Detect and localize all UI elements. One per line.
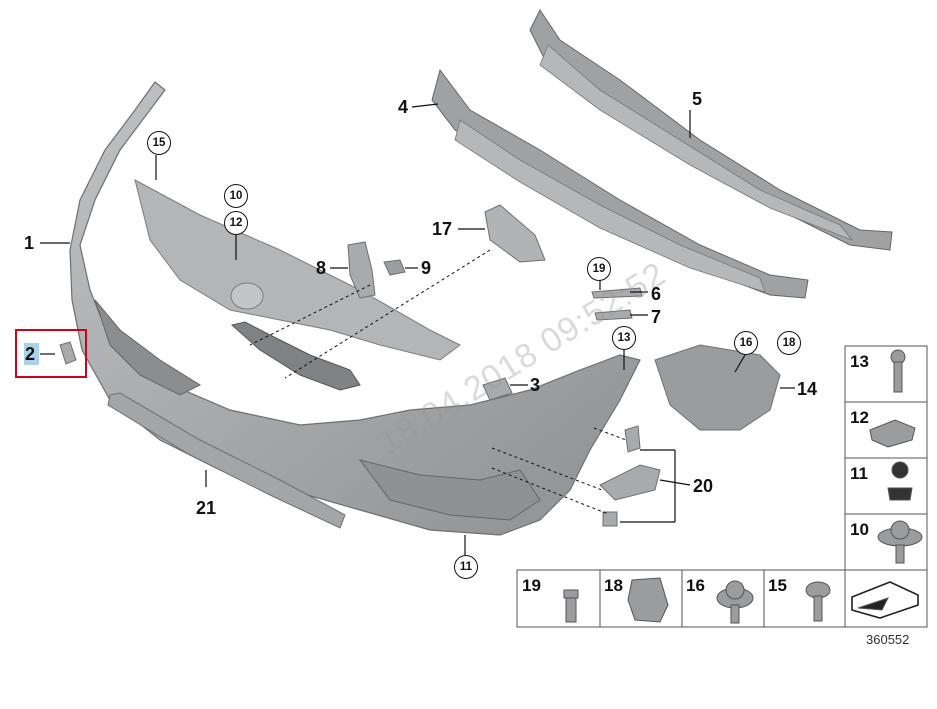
part-5-support[interactable]	[529, 9, 893, 251]
callout-5[interactable]: 5	[692, 89, 703, 109]
part-21-strip[interactable]	[107, 392, 346, 529]
part-14-bracket[interactable]	[654, 344, 781, 431]
legend-10[interactable]: 10	[850, 520, 869, 539]
callout-13[interactable]: 13	[612, 326, 636, 350]
callout-6[interactable]: 6	[651, 284, 662, 304]
callout-9[interactable]: 9	[421, 258, 432, 278]
callout-20[interactable]: 20	[693, 476, 714, 496]
legend-15[interactable]: 15	[768, 576, 787, 595]
callout-8[interactable]: 8	[316, 258, 327, 278]
legend-19[interactable]: 19	[522, 576, 541, 595]
dashed-guides	[249, 249, 627, 515]
legend-11[interactable]: 11	[850, 464, 868, 483]
part-20-trims[interactable]	[599, 425, 661, 527]
callout-19[interactable]: 19	[587, 257, 611, 281]
leader-lines	[40, 103, 795, 555]
callout-1[interactable]: 1	[24, 233, 35, 253]
part-4-support[interactable]	[431, 68, 809, 299]
part-17-cover[interactable]	[484, 204, 546, 263]
callout-3[interactable]: 3	[530, 375, 541, 395]
selection-marker	[24, 343, 39, 365]
part-2-cap[interactable]	[59, 341, 77, 365]
part-3-cap[interactable]	[482, 377, 513, 401]
callout-14[interactable]: 14	[797, 379, 818, 399]
diagram-number: 360552	[866, 632, 910, 647]
callout-15[interactable]: 15	[147, 131, 171, 155]
callout-21[interactable]: 21	[196, 498, 217, 518]
part-6-7-strips[interactable]	[591, 287, 643, 321]
part-8-bracket[interactable]	[347, 241, 376, 299]
callout-12[interactable]: 12	[224, 211, 248, 235]
callout-10[interactable]: 10	[224, 184, 248, 208]
callout-16[interactable]: 16	[734, 331, 758, 355]
callout-17[interactable]: 17	[432, 219, 453, 239]
legend-18[interactable]: 18	[604, 576, 623, 595]
legend-16[interactable]: 16	[686, 576, 705, 595]
fastener-icons	[563, 349, 923, 624]
legend-12[interactable]: 12	[850, 408, 869, 427]
part-1-bumper[interactable]	[69, 81, 641, 536]
callout-7[interactable]: 7	[651, 307, 662, 327]
callout-4[interactable]: 4	[398, 97, 409, 117]
legend-13[interactable]: 13	[850, 352, 869, 371]
part-9-clip[interactable]	[383, 259, 406, 276]
callout-2[interactable]: 2	[25, 344, 36, 364]
callout-18[interactable]: 18	[777, 331, 801, 355]
callout-11[interactable]: 11	[454, 555, 478, 579]
selection-highlight	[15, 329, 87, 378]
